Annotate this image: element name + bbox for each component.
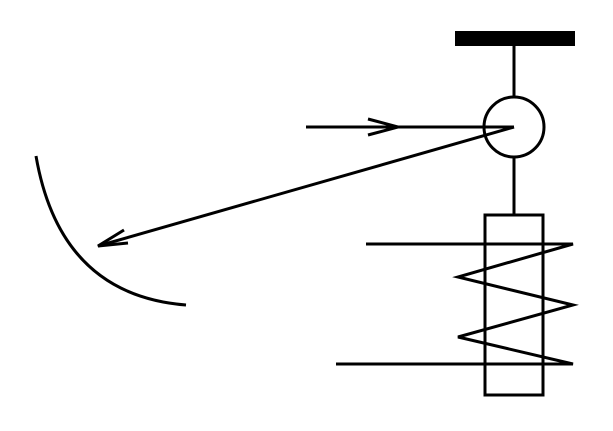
incident-ray-arrowhead — [367, 117, 404, 137]
magnet-core — [483, 213, 545, 397]
ceiling-support — [455, 31, 575, 46]
reflected-light-ray — [97, 125, 515, 248]
coil-winding — [336, 242, 579, 366]
curved-scale — [34, 155, 187, 307]
reflected-ray-arrowhead — [97, 228, 129, 248]
